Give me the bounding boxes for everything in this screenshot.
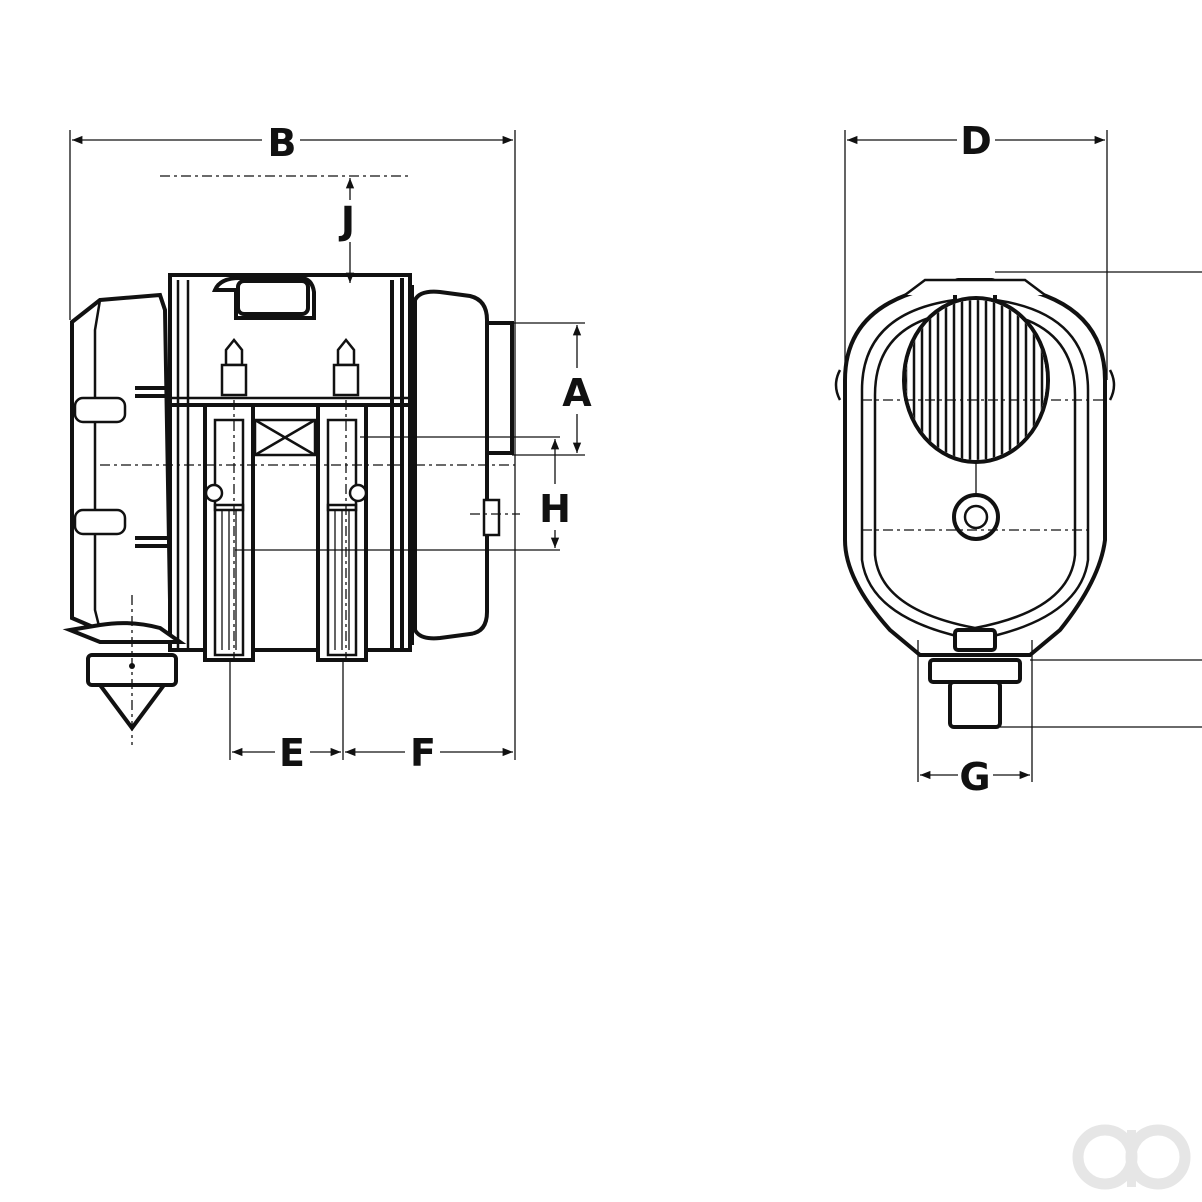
- brand-logo-icon: [1072, 1124, 1191, 1190]
- dimension-label-g: G: [959, 755, 990, 799]
- bottom-outlet: [928, 658, 1022, 729]
- dimension-label-h: H: [539, 487, 571, 531]
- center-port: [952, 493, 1000, 541]
- side-view-dimensions: [69, 130, 585, 760]
- upper-latch: [73, 396, 127, 424]
- dimension-label-a: A: [562, 371, 592, 415]
- side-nozzle: [482, 498, 501, 537]
- dimension-label-j: J: [338, 199, 355, 243]
- front-view-dimensions: [844, 130, 1108, 782]
- vacuator-valve: [62, 595, 187, 745]
- front-view: [834, 271, 1202, 729]
- side-view: [62, 175, 520, 745]
- outlet-flange: [485, 321, 514, 455]
- left-bolt: [220, 337, 248, 397]
- side-view-body: [70, 292, 183, 643]
- dimension-label-b: B: [268, 121, 297, 165]
- dimension-label-d: D: [960, 119, 992, 163]
- dimension-label-e: E: [279, 731, 305, 775]
- right-bolt: [332, 337, 360, 397]
- lower-latch: [73, 508, 127, 536]
- dimension-label-f: F: [410, 731, 436, 775]
